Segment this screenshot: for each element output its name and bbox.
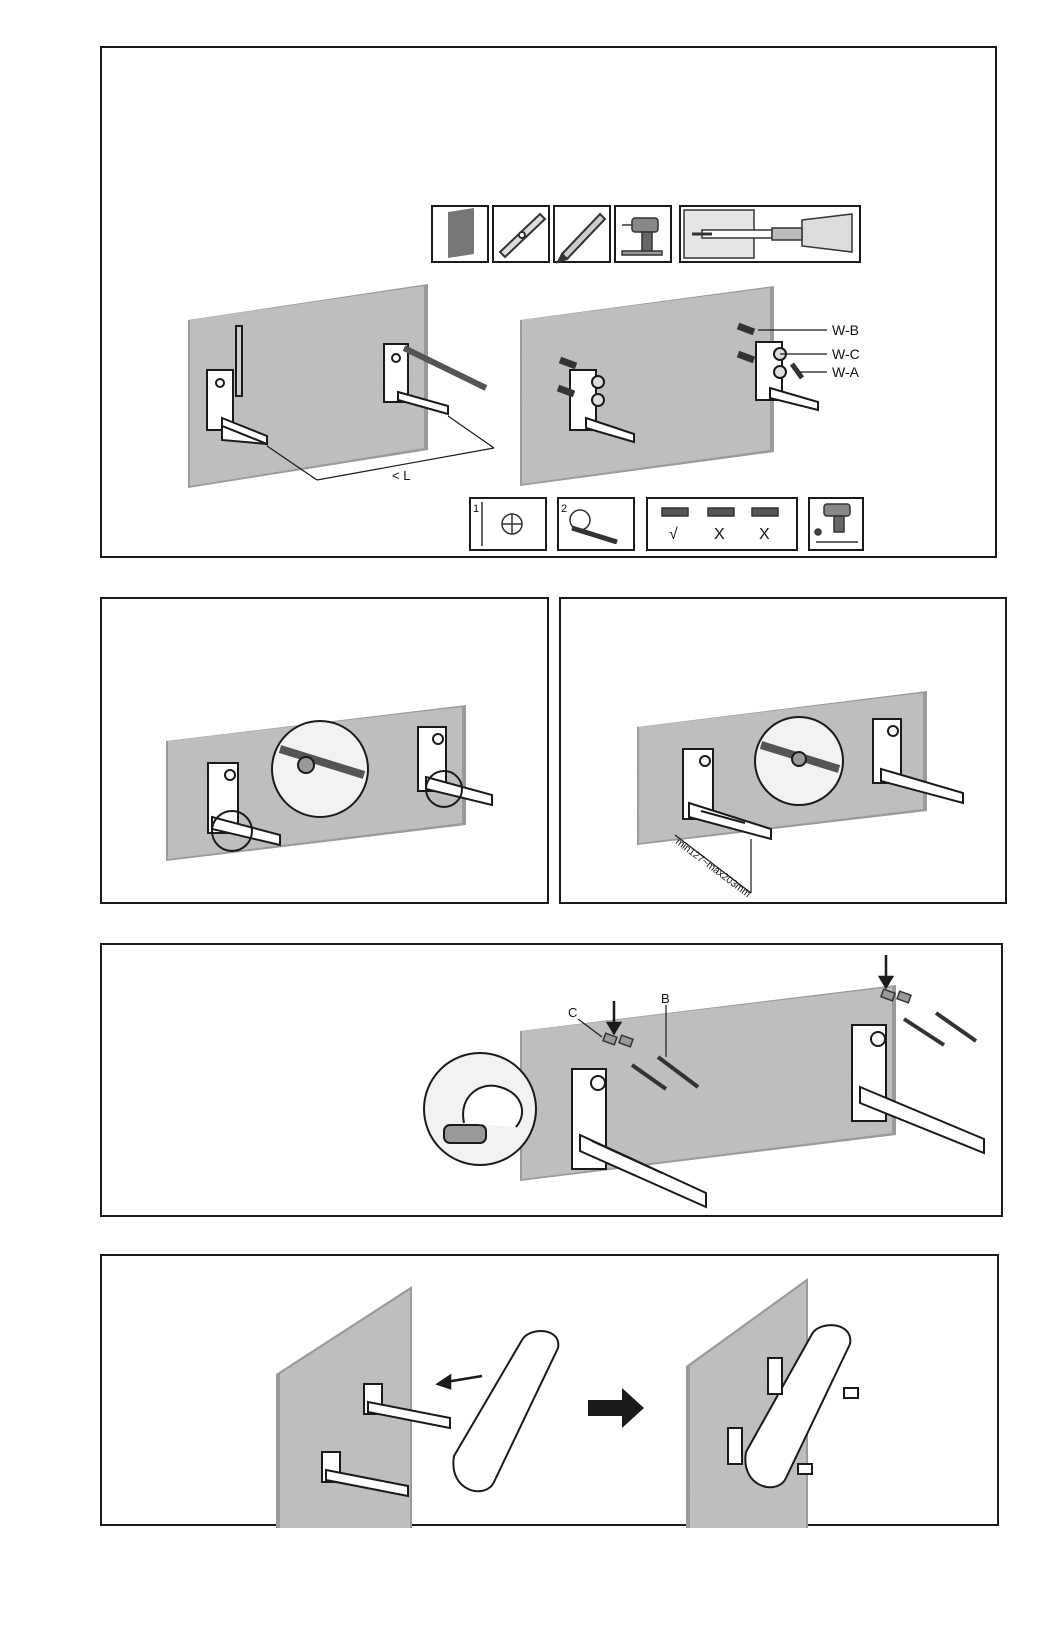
step-1-panel: < L W-B W-C W-A — [100, 46, 997, 558]
step-3-panel: min127~max203mm — [559, 597, 1007, 904]
part-label-b: B — [661, 991, 670, 1006]
part-label-wc: W-C — [832, 346, 860, 362]
detail-zoom-step-2 — [272, 721, 368, 817]
part-label-wa: W-A — [832, 364, 860, 380]
step-1-illustration: < L W-B W-C W-A — [102, 48, 999, 560]
hint-step-1: 1 — [473, 503, 479, 515]
step-4-illustration: C B — [102, 945, 1005, 1219]
step-3-illustration: min127~max203mm — [561, 599, 1009, 906]
step-2-illustration — [102, 599, 551, 906]
wall-icon — [448, 208, 474, 258]
step-5-panel — [100, 1254, 999, 1526]
next-step-arrow — [588, 1388, 644, 1428]
hint-icons-row — [470, 498, 863, 550]
part-label-wb: W-B — [832, 322, 859, 338]
level-check-icons — [662, 508, 778, 516]
detail-zoom-step-3 — [755, 717, 843, 805]
step-4-panel: C B — [100, 943, 1003, 1217]
hint-step-2: 2 — [561, 503, 567, 515]
level-ok-mark: √ — [669, 526, 678, 543]
level-bad-mark-2: X — [759, 526, 770, 543]
soundbar — [453, 1331, 558, 1491]
length-label: < L — [392, 468, 410, 483]
step-5-illustration — [102, 1256, 1001, 1528]
step-2-panel — [100, 597, 549, 904]
level-bad-mark-1: X — [714, 526, 725, 543]
wall-right — [520, 286, 774, 486]
part-label-c: C — [568, 1005, 577, 1020]
range-label: min127~max203mm — [673, 837, 752, 900]
hand-detail-zoom — [424, 1053, 536, 1165]
slide-arrow — [438, 1376, 482, 1388]
